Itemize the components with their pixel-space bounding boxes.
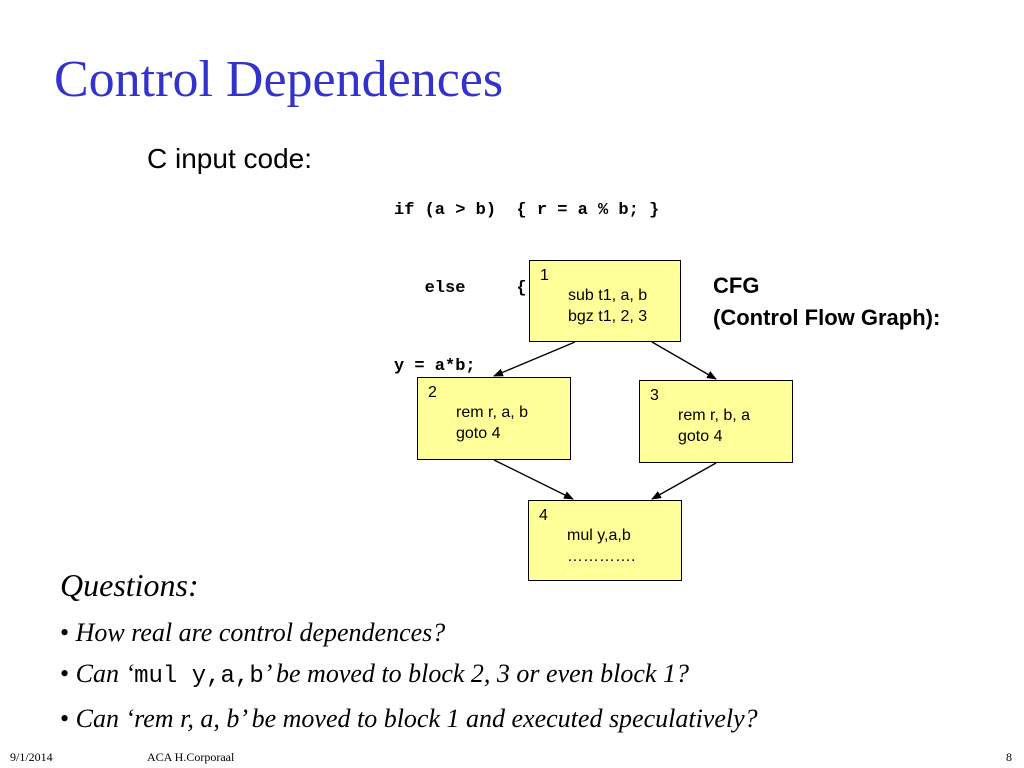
question-1: • How real are control dependences? — [60, 617, 445, 649]
edge-1-2 — [493, 341, 576, 377]
footer-date: 9/1/2014 — [10, 750, 53, 764]
code-label: C input code: — [147, 143, 312, 174]
block-number: 1 — [540, 267, 549, 284]
bullet-icon: • — [60, 618, 70, 647]
instruction: bgz t1, 2, 3 — [568, 308, 648, 325]
cfg-block-1: 1 sub t1, a, b bgz t1, 2, 3 — [529, 260, 681, 342]
cfg-label-line-2: (Control Flow Graph): — [713, 305, 941, 330]
question-2-text-end: ’ be moved to block 2, 3 or even block 1… — [263, 659, 689, 688]
instruction: goto 4 — [456, 425, 501, 442]
instruction: goto 4 — [678, 428, 723, 445]
footer-author: ACA H.Corporaal — [147, 750, 235, 764]
block-number: 2 — [428, 384, 437, 401]
block-instructions: rem r, b, a goto 4 — [678, 405, 750, 447]
instruction: mul y,a,b — [567, 527, 631, 544]
cfg-label: CFG (Control Flow Graph): — [713, 270, 940, 334]
block-instructions: sub t1, a, b bgz t1, 2, 3 — [568, 285, 647, 327]
question-3-text: Can ‘rem r, a, b’ be moved to block 1 an… — [75, 704, 758, 733]
question-1-text: How real are control dependences? — [75, 618, 446, 647]
instruction: …………. — [567, 548, 636, 565]
code-line-3: y = a*b; — [394, 357, 476, 376]
cfg-block-3: 3 rem r, b, a goto 4 — [639, 380, 793, 463]
question-3: • Can ‘rem r, a, b’ be moved to block 1 … — [60, 703, 758, 735]
instruction: rem r, a, b — [456, 404, 529, 421]
edge-1-3 — [651, 341, 717, 380]
question-2-text-start: Can ‘ — [75, 659, 135, 688]
block-instructions: rem r, a, b goto 4 — [456, 402, 528, 444]
instruction: rem r, b, a — [678, 407, 751, 424]
instruction: sub t1, a, b — [568, 287, 648, 304]
cfg-block-2: 2 rem r, a, b goto 4 — [417, 377, 571, 460]
cfg-block-4: 4 mul y,a,b …………. — [528, 500, 682, 581]
edge-3-4 — [651, 462, 717, 500]
block-number: 4 — [539, 507, 548, 524]
question-2: • Can ‘mul y,a,b’ be moved to block 2, 3… — [60, 658, 689, 693]
code-line-1: if (a > b) { r = a % b; } — [394, 201, 660, 220]
cfg-label-line-1: CFG — [713, 273, 760, 298]
bullet-icon: • — [60, 704, 70, 733]
block-number: 3 — [650, 387, 659, 404]
edge-2-4 — [493, 459, 574, 500]
bullet-icon: • — [60, 659, 70, 688]
footer-page-number: 8 — [1006, 750, 1012, 764]
questions-heading: Questions: — [60, 567, 199, 603]
question-2-code: mul y,a,b — [134, 663, 264, 690]
block-instructions: mul y,a,b …………. — [567, 525, 635, 567]
slide-title: Control Dependences — [54, 51, 504, 108]
